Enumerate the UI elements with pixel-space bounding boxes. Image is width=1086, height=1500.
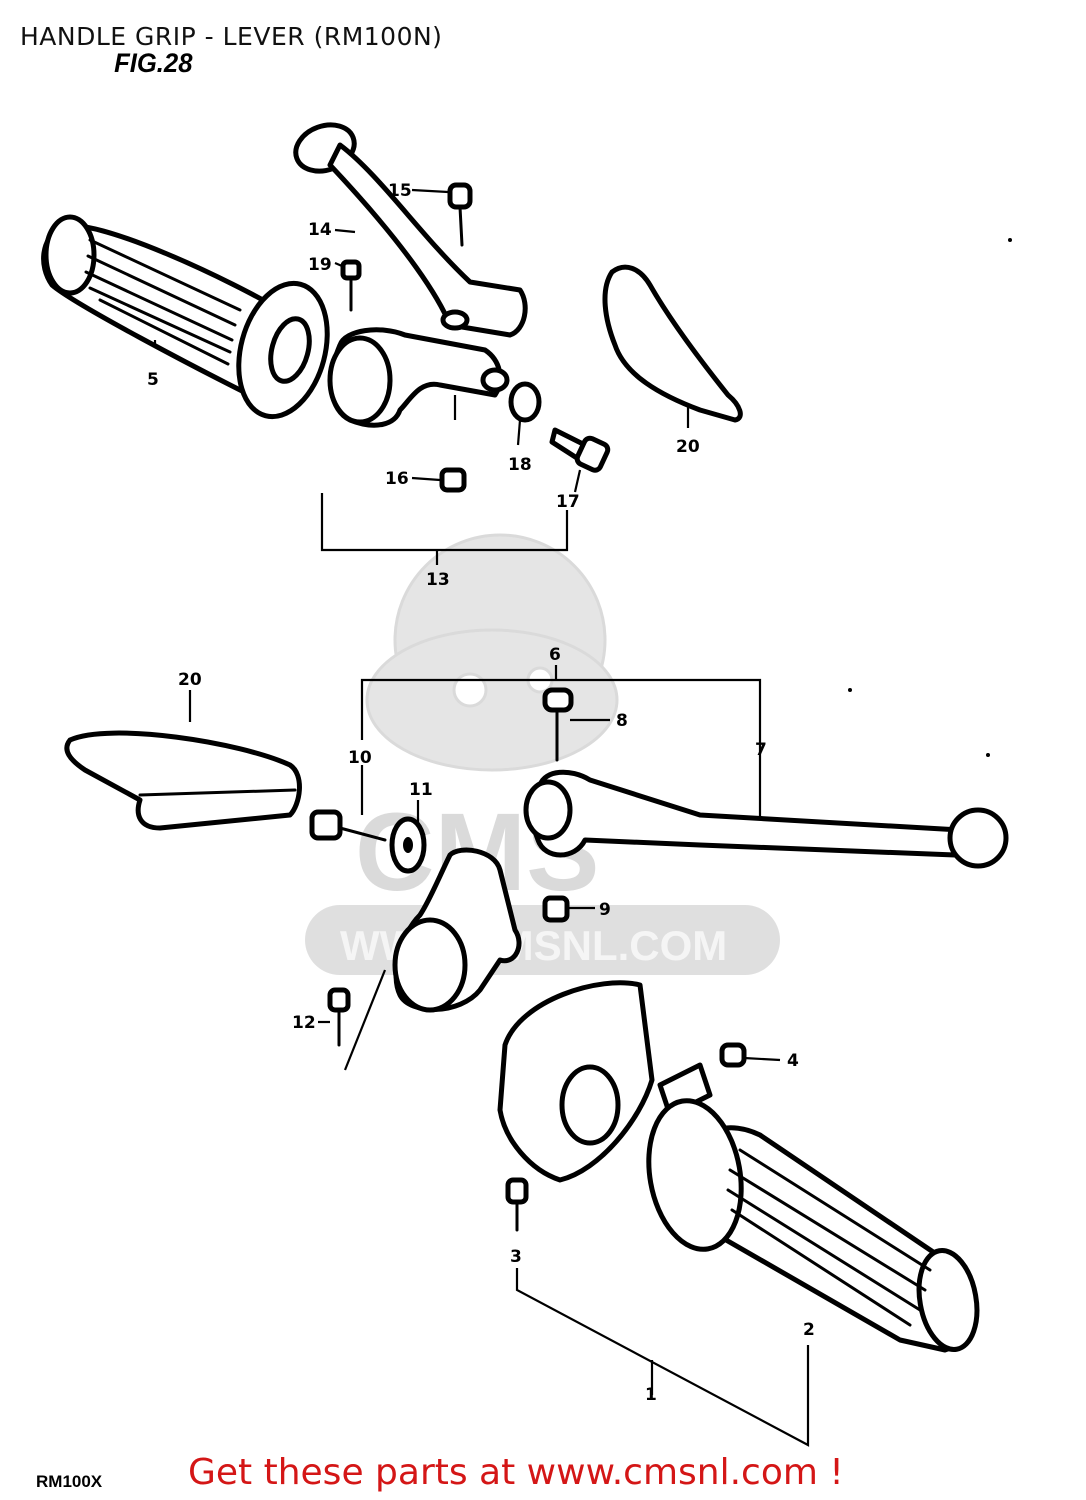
callout-13: 13 [426, 570, 450, 590]
part-20-cover-lower [64, 690, 302, 831]
callout-3: 3 [510, 1247, 522, 1267]
footer-link[interactable]: Get these parts at www.cmsnl.com ! [188, 1452, 844, 1493]
model-code: RM100X [36, 1472, 103, 1491]
callout-6: 6 [549, 645, 561, 665]
callout-17: 17 [556, 492, 580, 512]
bracket-6 [360, 678, 762, 830]
callout-15: 15 [388, 181, 412, 201]
diagram-title: HANDLE GRIP - LEVER (RM100N) [20, 22, 443, 51]
callout-7: 7 [755, 740, 767, 760]
callout-1: 1 [645, 1385, 657, 1405]
callout-19: 19 [308, 255, 332, 275]
part-15-bolt [447, 182, 473, 247]
part-20-cover-upper [602, 264, 743, 428]
part-19-bolt [340, 259, 362, 312]
callout-9: 9 [599, 900, 611, 920]
part-13-lever-holder [327, 327, 510, 428]
callout-12: 12 [292, 1013, 316, 1033]
part-2-right-grip [497, 980, 980, 1353]
callout-14: 14 [308, 220, 332, 240]
part-11-washer [389, 816, 427, 874]
part-9-nut [542, 895, 595, 923]
callout-16: 16 [385, 469, 409, 489]
part-17-bolt [549, 427, 611, 493]
bracket-1 [515, 1268, 810, 1447]
part-10-bolt [309, 809, 387, 842]
callout-8: 8 [616, 711, 628, 731]
callout-18: 18 [508, 455, 532, 475]
figure-label: FIG.28 [114, 48, 193, 78]
part-16-nut [411, 467, 467, 493]
part-14-lever [293, 122, 528, 338]
callout-20-upper: 20 [676, 437, 700, 457]
part-18-washer [508, 381, 542, 446]
callout-4: 4 [787, 1051, 799, 1071]
callout-10: 10 [348, 748, 372, 768]
part-3-screw [505, 1177, 529, 1232]
part-8-bolt [542, 687, 610, 762]
part-4-nut [719, 1042, 781, 1068]
part-12-throttle-housing [327, 847, 522, 1071]
callout-2: 2 [803, 1320, 815, 1340]
part-7-lever [523, 769, 1009, 869]
part-5-left-grip [41, 214, 330, 420]
bracket-13 [320, 493, 569, 552]
callout-11: 11 [409, 780, 433, 800]
callout-20-lower: 20 [178, 670, 202, 690]
callout-5: 5 [147, 370, 159, 390]
